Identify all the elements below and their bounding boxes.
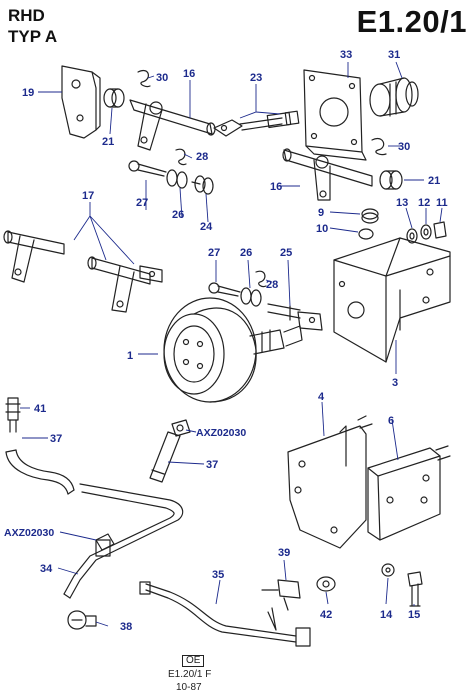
part-10-washer[interactable]: [358, 228, 374, 240]
part-31-boot[interactable]: [369, 77, 419, 117]
part-26-bush-lower[interactable]: [240, 287, 262, 307]
callout-37-short: 37: [206, 459, 218, 471]
callout-10: 10: [316, 223, 328, 235]
part-14-washer[interactable]: [381, 563, 395, 577]
part-30-clip[interactable]: [137, 70, 151, 88]
part-16-shaft-lower[interactable]: [282, 148, 373, 201]
callout-28-lower: 28: [266, 279, 278, 291]
part-11-nut[interactable]: [433, 221, 447, 239]
callout-38: 38: [120, 621, 132, 633]
part-12-washer[interactable]: [420, 224, 432, 240]
callout-26-lower: 26: [240, 247, 252, 259]
callout-15: 15: [408, 609, 420, 621]
part-9-nut[interactable]: [361, 208, 379, 224]
part-6-bracket[interactable]: [367, 445, 451, 541]
diagram-code: E1.20/1: [356, 4, 467, 39]
footer-date: 10-87: [176, 682, 202, 693]
part-3-support-bracket[interactable]: [333, 237, 451, 363]
callout-16-lower: 16: [270, 181, 282, 193]
callout-21-right: 21: [428, 175, 440, 187]
part-33-plate[interactable]: [303, 69, 367, 161]
leader-lines: [20, 61, 443, 627]
part-41-connector[interactable]: [5, 397, 21, 433]
callout-34: 34: [40, 563, 53, 575]
callout-41: 41: [34, 403, 46, 415]
callout-26: 26: [172, 209, 184, 221]
callout-4: 4: [318, 391, 325, 403]
part-28-clip[interactable]: [175, 148, 187, 166]
callout-3: 3: [392, 377, 398, 389]
part-24-bush[interactable]: [191, 175, 214, 195]
part-35-pipe[interactable]: [139, 581, 311, 647]
part-23-rod[interactable]: [213, 110, 300, 137]
callout-19: 19: [22, 87, 34, 99]
callout-12: 12: [418, 197, 430, 209]
part-axz-clamp-upper[interactable]: [171, 419, 191, 437]
part-4-bracket[interactable]: [287, 415, 373, 549]
callout-16: 16: [183, 68, 195, 80]
callout-31: 31: [388, 49, 400, 61]
part-21-bush-right[interactable]: [379, 170, 403, 190]
callout-axz-lower: AXZ02030: [4, 527, 54, 539]
part-25-fork[interactable]: [267, 303, 323, 331]
callout-27: 27: [136, 197, 148, 209]
part-17-pedal-assembly[interactable]: [3, 230, 163, 313]
part-42-nut[interactable]: [316, 576, 336, 592]
part-21-bush[interactable]: [103, 88, 125, 108]
part-19-bracket[interactable]: [61, 65, 101, 139]
callouts: 19 21 30 16 23 33 31 30 16 21 27 26 24 2…: [4, 49, 448, 633]
callout-6: 6: [388, 415, 394, 427]
callout-24: 24: [200, 221, 213, 233]
callout-21: 21: [102, 136, 114, 148]
callout-axz-upper: AXZ02030: [196, 427, 246, 439]
footer-reference: E1.20/1 F: [168, 669, 212, 680]
part-13-washer[interactable]: [406, 228, 418, 244]
callout-23: 23: [250, 72, 262, 84]
callout-33: 33: [340, 49, 352, 61]
part-26-bush[interactable]: [166, 169, 188, 189]
part-34-pipe[interactable]: [63, 483, 184, 599]
footer-code-box: OE: [182, 655, 205, 667]
callout-9: 9: [318, 207, 324, 219]
part-28-clip-lower[interactable]: [255, 270, 267, 288]
part-39-sensor[interactable]: [261, 579, 301, 611]
diagram-header-type: TYP A: [8, 27, 58, 46]
part-1-brake-booster[interactable]: [163, 297, 303, 403]
callout-42: 42: [320, 609, 332, 621]
diagram-header-rhd: RHD: [8, 6, 45, 25]
callout-14: 14: [380, 609, 393, 621]
callout-13: 13: [396, 197, 408, 209]
part-37-hose-short[interactable]: [149, 431, 181, 483]
callout-28: 28: [196, 151, 208, 163]
part-15-bolt[interactable]: [407, 571, 423, 607]
callout-17: 17: [82, 190, 94, 202]
part-16-shaft-upper[interactable]: [129, 99, 216, 151]
callout-39: 39: [278, 547, 290, 559]
callout-37: 37: [50, 433, 62, 445]
callout-27-lower: 27: [208, 247, 220, 259]
part-38-clip[interactable]: [67, 610, 97, 630]
callout-30: 30: [156, 72, 168, 84]
callout-25: 25: [280, 247, 292, 259]
callout-30-right: 30: [398, 141, 410, 153]
part-30-clip-right[interactable]: [371, 138, 387, 156]
callout-11: 11: [436, 197, 448, 209]
callout-1: 1: [127, 350, 133, 362]
part-27-pin-lower[interactable]: [208, 282, 241, 297]
part-27-pin[interactable]: [128, 160, 167, 177]
part-axz-clamp-lower[interactable]: [95, 533, 115, 551]
callout-35: 35: [212, 569, 224, 581]
part-37-hose[interactable]: [5, 449, 75, 495]
